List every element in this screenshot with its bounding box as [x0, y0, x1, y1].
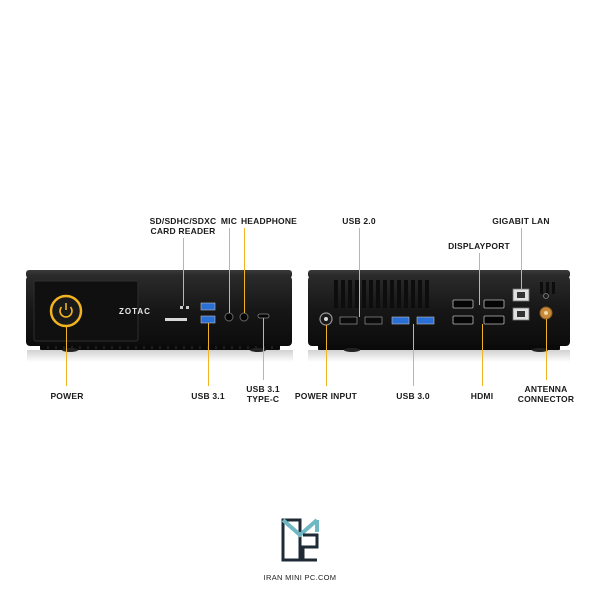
displayport-port: [452, 299, 474, 309]
label-usb31: USB 3.1: [191, 391, 225, 401]
wifi-icon: [543, 293, 549, 299]
rear-bottom-vent: [318, 345, 560, 350]
hdmi-port: [452, 315, 474, 325]
usb31-port: [200, 302, 216, 311]
leader-usb31: [208, 323, 209, 386]
leader-card-reader: [183, 238, 184, 306]
rear-foot-right: [532, 348, 548, 352]
rear-foot-left: [344, 348, 360, 352]
rear-top-vents: [334, 280, 429, 308]
label-hdmi: HDMI: [470, 391, 494, 401]
label-power: POWER: [50, 391, 84, 401]
usb20-port: [339, 316, 358, 325]
hdmi-port-2: [483, 315, 505, 325]
label-headphone: HEADPHONE: [240, 216, 298, 226]
leader-usb20: [359, 228, 360, 317]
label-usb20: USB 2.0: [342, 216, 376, 226]
power-icon: [59, 303, 73, 318]
zotac-logo: ZOTAC: [119, 307, 151, 316]
front-unit: ZOTAC: [26, 270, 293, 362]
usb30-port-2: [416, 316, 435, 325]
shop-logo-mark: [281, 518, 319, 562]
label-gigabit-lan: GIGABIT LAN: [492, 216, 550, 226]
mic-jack: [224, 312, 234, 322]
headphone-jack: [239, 312, 249, 322]
leader-power-input: [326, 325, 327, 386]
label-mic: MIC: [220, 216, 238, 226]
rear-unit: [308, 270, 570, 362]
displayport-port-2: [483, 299, 505, 309]
leader-mic: [229, 228, 230, 313]
leader-usb30: [413, 324, 414, 386]
rear-side-vents: [540, 282, 555, 294]
label-usb30: USB 3.0: [396, 391, 430, 401]
usb20-port-2: [364, 316, 383, 325]
label-displayport: DISPLAYPORT: [448, 241, 510, 251]
shop-name: IRAN MINI PC.COM: [263, 573, 337, 582]
label-power-input: POWER INPUT: [294, 391, 358, 401]
leader-power: [66, 326, 67, 386]
power-button: [49, 294, 83, 328]
usb30-port: [391, 316, 410, 325]
leader-lan: [521, 228, 522, 289]
front-foot-left: [62, 348, 78, 352]
card-reader-icon-2: [186, 306, 189, 309]
leader-antenna: [546, 319, 547, 380]
leader-displayport: [479, 253, 480, 305]
leader-hdmi: [482, 324, 483, 386]
leader-headphone: [244, 228, 245, 313]
card-reader-slot: [165, 318, 187, 321]
front-foot-right: [250, 348, 266, 352]
usb31-port-2: [200, 315, 216, 324]
card-reader-icon: [180, 306, 183, 309]
leader-typec: [263, 318, 264, 380]
